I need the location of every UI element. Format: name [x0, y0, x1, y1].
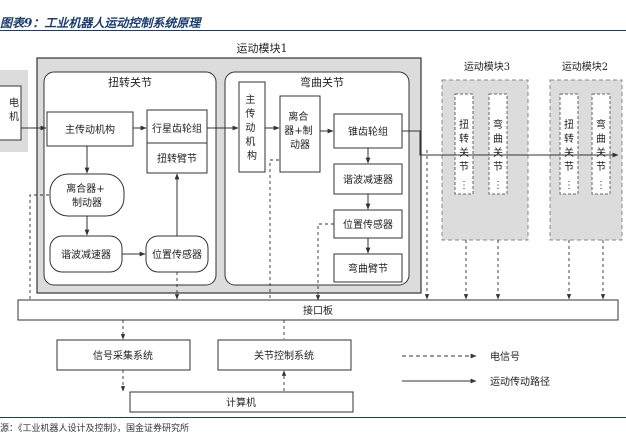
- bending-clutch-box: [279, 95, 321, 173]
- m2b-c4: 节: [596, 161, 606, 173]
- figure-title: 图表9：工业机器人运动控制系统原理: [0, 16, 201, 30]
- module2-joint-a: 扭转关节: [564, 118, 574, 173]
- torsion-main-mechanism: 主传动机构: [65, 123, 115, 136]
- joint-control: 关节控制系统: [254, 349, 314, 362]
- bending-main-mechanism-box: [238, 81, 266, 173]
- torsion-sensor: 位置传感器: [152, 248, 202, 261]
- bending-reducer-box: [333, 163, 403, 195]
- legend-electric-signal: 电信号: [490, 350, 520, 363]
- m2a-c1: 扭: [564, 118, 574, 131]
- m3a-c4: 节: [459, 161, 469, 173]
- bending-sensor-box: [333, 209, 403, 239]
- m2a-c2: 转: [564, 132, 574, 145]
- m3b-c1: 弯: [493, 118, 503, 131]
- module1-title: 运动模块1: [237, 42, 288, 55]
- m3b-c3: 关: [493, 146, 503, 159]
- bending-main-char-1: 主: [245, 94, 255, 106]
- torsion-clutch-line2: 制动器: [72, 196, 102, 209]
- module3-joint-b: 弯曲关节: [493, 118, 503, 173]
- bending-main-char-4: 机: [245, 135, 255, 148]
- m2b-c1: 弯: [596, 118, 606, 131]
- bending-main-char-5: 构: [247, 149, 257, 162]
- module3-title: 运动模块3: [464, 61, 510, 73]
- bending-sensor: 位置传感器: [343, 218, 393, 231]
- computer-box: [129, 391, 354, 413]
- m3b-c2: 曲: [493, 133, 503, 145]
- clutch-signal-line: [29, 194, 49, 300]
- m3a-c1: 扭: [459, 118, 469, 131]
- motor-label: 电 机: [9, 96, 22, 123]
- module3-joint-a: 扭转关节: [459, 118, 469, 173]
- torsion-clutch-label: 离合器+ 制动器: [66, 182, 108, 209]
- torsion-clutch-line1: 离合器+: [66, 182, 104, 195]
- m2b-c3: 关: [596, 146, 606, 159]
- bending-clutch-line3: 动器: [290, 139, 310, 151]
- module2-joint-b-box: [591, 93, 611, 195]
- m2a-c4: 节: [564, 161, 574, 173]
- bending-sensor-signal: [315, 223, 334, 301]
- transmission-connectors: [21, 125, 619, 257]
- m2a-c3: 关: [564, 146, 574, 159]
- signal-acquisition: 信号采集系统: [93, 349, 153, 362]
- bending-title: 弯曲关节: [300, 75, 344, 89]
- bevel-to-next-module-arrow: [402, 130, 619, 158]
- motor-char-2: 机: [9, 110, 19, 123]
- title-rule: [0, 30, 626, 31]
- module3-joint-a-ellipsis: ⋮: [459, 180, 469, 191]
- bending-main-char-3: 动: [245, 122, 255, 134]
- source-note: 源：《工业机器人设计及控制》，国金证券研究所: [0, 424, 190, 434]
- computer: 计算机: [226, 396, 256, 409]
- bending-reducer: 谐波减速器: [343, 173, 393, 186]
- joint-control-box: [217, 339, 352, 371]
- torsion-main-mechanism-box: [46, 111, 134, 147]
- bending-arm: 弯曲臂节: [348, 262, 388, 275]
- module3-joint-b-box: [488, 93, 508, 195]
- module2-joint-b: 弯曲关节: [596, 118, 606, 173]
- m2b-c2: 曲: [596, 133, 606, 145]
- m3b-c4: 节: [493, 161, 503, 173]
- signal-acquisition-box: [56, 339, 191, 371]
- bending-clutch-line2: 器+制: [284, 124, 312, 137]
- bottom-rule: [0, 417, 626, 418]
- bending-clutch-label: 离合 器+制 动器: [284, 110, 316, 151]
- planetary-gear: 行星齿轮组: [152, 122, 202, 135]
- module3-joint-a-box: [454, 93, 474, 195]
- bending-clutch-line1: 离合: [288, 110, 308, 123]
- legend-transmission-path: 运动传动路径: [490, 375, 550, 388]
- module3-joint-b-ellipsis: ⋮: [493, 180, 503, 191]
- torsion-reducer: 谐波减速器: [61, 248, 111, 261]
- module2-joint-b-ellipsis: ⋮: [596, 180, 606, 191]
- bevel-gear: 锥齿轮组: [348, 125, 388, 138]
- torsion-arm: 扭转臂节: [157, 152, 197, 165]
- module2-joint-a-ellipsis: ⋮: [564, 180, 574, 191]
- interface-board-label: 接口板: [303, 304, 333, 317]
- torsion-clutch-box: [49, 173, 125, 217]
- motor-char-1: 电: [9, 96, 19, 109]
- bending-main-mechanism: 主 传 动 机 构: [245, 94, 258, 162]
- torsion-title: 扭转关节: [108, 75, 152, 89]
- bending-clutch-signal: [269, 159, 279, 300]
- bending-arm-box: [333, 253, 403, 283]
- signal-connectors: [29, 150, 606, 392]
- bending-main-char-2: 传: [245, 108, 255, 120]
- planetary-gear-box: [146, 109, 208, 147]
- m3a-c3: 关: [459, 146, 469, 159]
- torsion-arm-box: [146, 142, 208, 174]
- module2-title: 运动模块2: [562, 61, 608, 73]
- motor-box: [0, 85, 22, 141]
- m3a-c2: 转: [459, 132, 469, 145]
- module2-joint-a-box: [559, 93, 579, 195]
